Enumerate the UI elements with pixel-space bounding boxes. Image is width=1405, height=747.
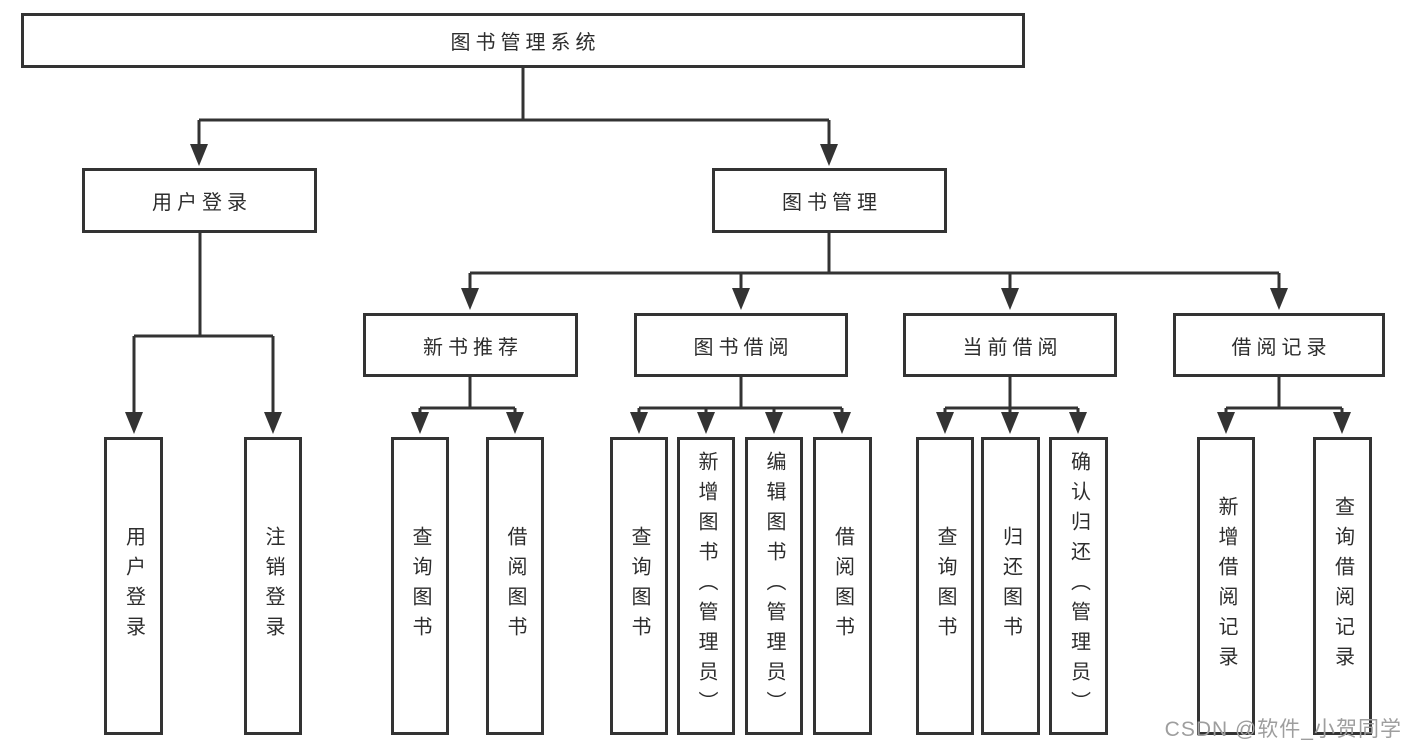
leaf-query-books-current: 查询图书 — [916, 437, 974, 735]
node-current-borrowing: 当前借阅 — [903, 313, 1117, 377]
leaf-borrow-books: 借阅图书 — [813, 437, 872, 735]
node-book-management: 图书管理 — [712, 168, 947, 233]
leaf-logout: 注销登录 — [244, 437, 302, 735]
leaf-return-books: 归还图书 — [981, 437, 1040, 735]
leaf-add-books-admin: 新增图书（管理员） — [677, 437, 735, 735]
node-root: 图书管理系统 — [21, 13, 1025, 68]
node-borrowing-records: 借阅记录 — [1173, 313, 1385, 377]
leaf-user-login: 用户登录 — [104, 437, 163, 735]
node-new-book-recommendation: 新书推荐 — [363, 313, 578, 377]
leaf-query-books-borrowing: 查询图书 — [610, 437, 668, 735]
leaf-query-borrow-record: 查询借阅记录 — [1313, 437, 1372, 735]
leaf-edit-books-admin: 编辑图书（管理员） — [745, 437, 803, 735]
leaf-query-books-recommend: 查询图书 — [391, 437, 449, 735]
leaf-borrow-books-recommend: 借阅图书 — [486, 437, 544, 735]
leaf-confirm-return-admin: 确认归还（管理员） — [1049, 437, 1108, 735]
node-book-borrowing: 图书借阅 — [634, 313, 848, 377]
node-user-login-branch: 用户登录 — [82, 168, 317, 233]
leaf-add-borrow-record: 新增借阅记录 — [1197, 437, 1255, 735]
arrowheads — [125, 144, 1351, 434]
watermark: CSDN @软件_小贺同学 — [1164, 718, 1402, 741]
